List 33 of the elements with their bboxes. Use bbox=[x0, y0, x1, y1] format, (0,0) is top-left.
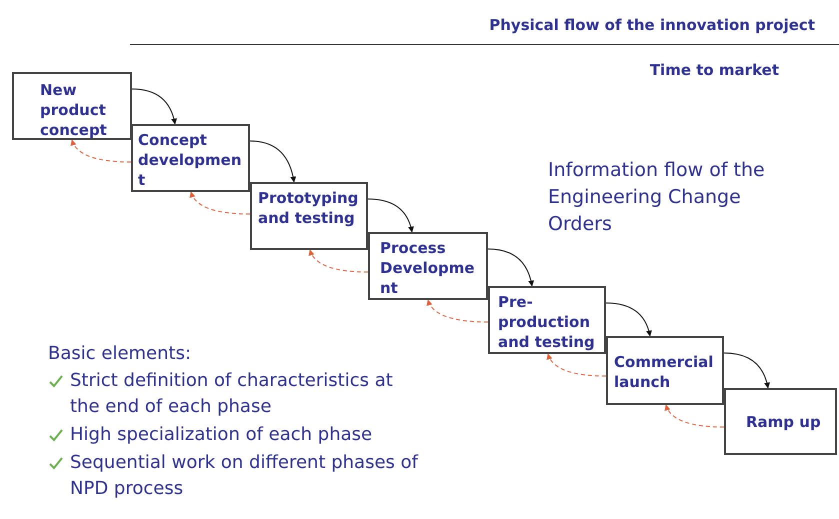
phase-label: Prototyping and testing bbox=[258, 188, 360, 228]
bullet-text: Strict definition of characteristics at the end of each phase bbox=[70, 369, 394, 419]
dashed-feedback-arrow bbox=[71, 139, 132, 162]
header-label: Time to market bbox=[650, 60, 779, 81]
dashed-feedback-arrow bbox=[190, 191, 250, 214]
phase-box bbox=[724, 388, 837, 455]
bullet-text: High specialization of each phase bbox=[70, 423, 372, 447]
flow-arrow bbox=[606, 302, 652, 337]
dashed-feedback-arrow bbox=[427, 299, 488, 322]
phase-box bbox=[250, 182, 368, 250]
phase-box bbox=[488, 286, 606, 354]
flow-arrow bbox=[132, 88, 177, 125]
phase-box bbox=[606, 336, 724, 405]
flow-arrow bbox=[724, 352, 770, 389]
phase-box bbox=[368, 232, 488, 300]
flow-arrow bbox=[250, 140, 296, 183]
flow-arrow bbox=[368, 198, 414, 233]
list-heading: Basic elements: bbox=[48, 342, 192, 366]
phase-label: Ramp up bbox=[746, 412, 822, 432]
phase-label: New product concept bbox=[40, 80, 108, 140]
header-label: Physical flow of the innovation project bbox=[489, 15, 815, 36]
phase-label: Pre-production and testing bbox=[498, 292, 596, 352]
phase-box bbox=[131, 124, 250, 192]
bullet-text: Sequential work on different phases of NPD process bbox=[70, 451, 420, 501]
dashed-feedback-arrow bbox=[665, 404, 724, 428]
phase-label: Concept development bbox=[138, 130, 243, 190]
dashed-feedback-arrow bbox=[309, 249, 368, 272]
flow-arrow bbox=[488, 248, 534, 287]
phase-label: Process Development bbox=[380, 238, 476, 298]
info-flow-label: Information flow of the Engineering Change Orders bbox=[548, 158, 766, 237]
phase-label: Commercial launch bbox=[614, 352, 714, 392]
dashed-feedback-arrow bbox=[547, 353, 606, 376]
phase-box bbox=[12, 72, 132, 140]
